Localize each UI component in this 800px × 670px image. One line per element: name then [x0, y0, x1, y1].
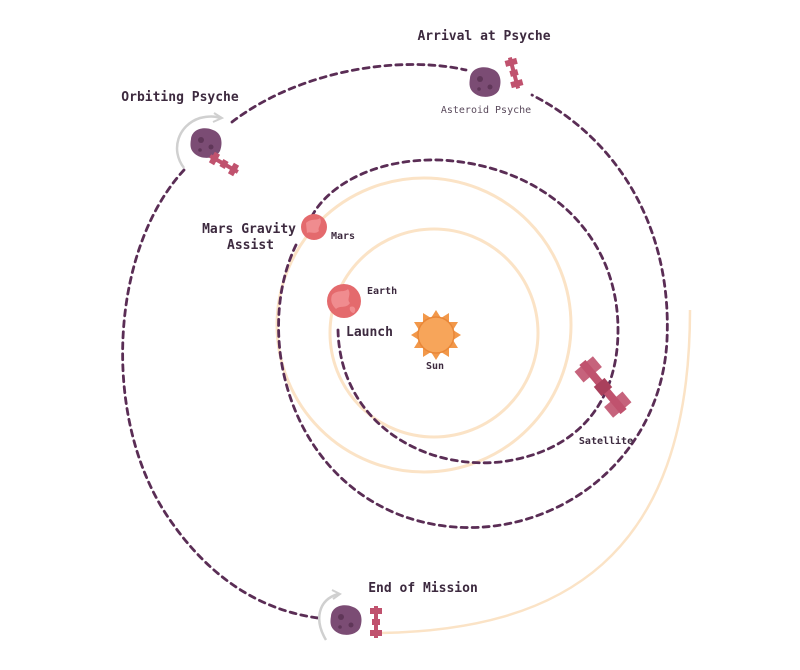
- spacecraft-end-icon: [370, 606, 382, 638]
- end-orbit-arrow-icon: [318, 592, 339, 641]
- orbit-arrow-head: [212, 112, 225, 123]
- asteroid-psyche-label: Asteroid Psyche: [441, 105, 531, 116]
- arrival-label: Arrival at Psyche: [417, 29, 550, 44]
- trajectory: [121, 63, 669, 620]
- satellite-icon: [574, 356, 632, 418]
- spacecraft-arrival-icon: [504, 57, 524, 89]
- end-of-mission-label: End of Mission: [368, 581, 478, 596]
- orbit-arrow-icon: [175, 115, 221, 169]
- asteroid-orbiting-icon: [190, 128, 222, 158]
- psyche-orbit-arc: [379, 309, 692, 635]
- trajectory-arrival-arc: [230, 63, 468, 124]
- asteroid-psyche-icon: [469, 67, 501, 97]
- earth-orbit: [328, 227, 540, 439]
- mars-assist-label-line1: Mars Gravity: [202, 222, 296, 237]
- mars-orbit: [275, 176, 573, 474]
- trajectory-end-arc: [121, 168, 320, 620]
- asteroid-end-icon: [330, 605, 362, 635]
- sun-label: Sun: [426, 361, 444, 372]
- mars-icon: [301, 214, 327, 240]
- spacecraft-orbiting-icon: [208, 151, 240, 177]
- earth-label: Earth: [367, 286, 397, 297]
- trajectory-mars-to-psyche: [277, 93, 669, 529]
- trajectory-earth-to-mars: [306, 158, 620, 465]
- earth-icon: [327, 284, 361, 318]
- mars-assist-label-line2: Assist: [227, 238, 274, 253]
- launch-label: Launch: [346, 325, 393, 340]
- sun-icon: [411, 310, 461, 360]
- satellite-label: Satellite: [579, 435, 633, 447]
- mars-label: Mars: [331, 231, 355, 242]
- end-orbit-arrow-head: [331, 589, 342, 600]
- orbiting-label: Orbiting Psyche: [121, 90, 239, 105]
